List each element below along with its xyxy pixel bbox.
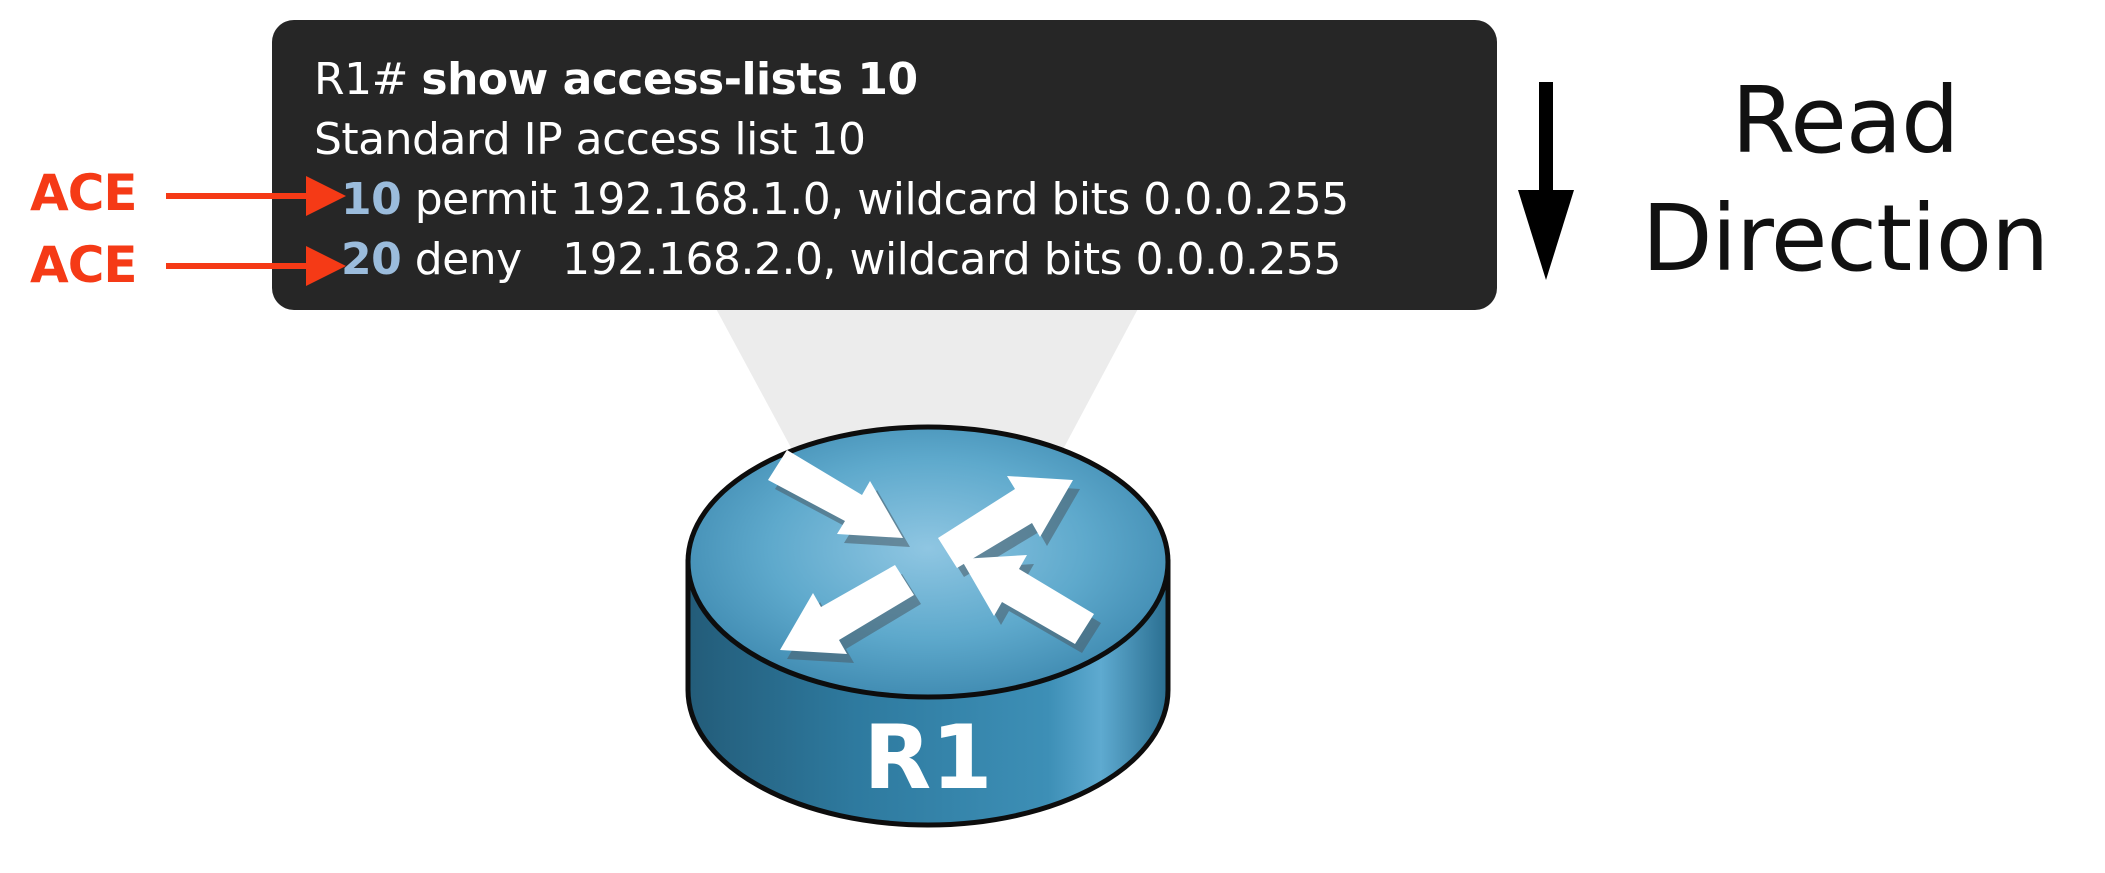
sequence-number: 10	[340, 174, 402, 225]
router-label: R1	[864, 706, 993, 809]
prompt: R1#	[314, 54, 422, 105]
read-direction-line-1: Read	[1731, 67, 1959, 174]
ace-entry-10: 10 permit 192.168.1.0, wildcard bits 0.0…	[314, 170, 1455, 230]
ace-entry-20: 20 deny 192.168.2.0, wildcard bits 0.0.0…	[314, 230, 1455, 290]
sequence-number: 20	[340, 234, 402, 285]
read-direction-label: Read Direction	[1600, 62, 2090, 298]
ace-arrow-2	[166, 246, 346, 286]
ace-label-2: ACE	[30, 236, 138, 294]
command: show access-lists 10	[421, 54, 918, 105]
ace-label-1: ACE	[30, 164, 138, 222]
command-line: R1# show access-lists 10	[314, 50, 1455, 110]
router-arrow-out-right	[938, 476, 1073, 568]
ace-text: permit 192.168.1.0, wildcard bits 0.0.0.…	[401, 174, 1350, 225]
router-arrow-in-left	[768, 450, 903, 538]
terminal-output: R1# show access-lists 10 Standard IP acc…	[272, 20, 1497, 310]
ace-text: deny 192.168.2.0, wildcard bits 0.0.0.25…	[401, 234, 1342, 285]
router-arrow-out-left	[780, 565, 914, 654]
ace-arrow-1	[166, 176, 346, 216]
router-arrow-in-right	[961, 555, 1094, 644]
acl-header: Standard IP access list 10	[314, 114, 866, 165]
read-direction-line-2: Direction	[1641, 185, 2050, 292]
